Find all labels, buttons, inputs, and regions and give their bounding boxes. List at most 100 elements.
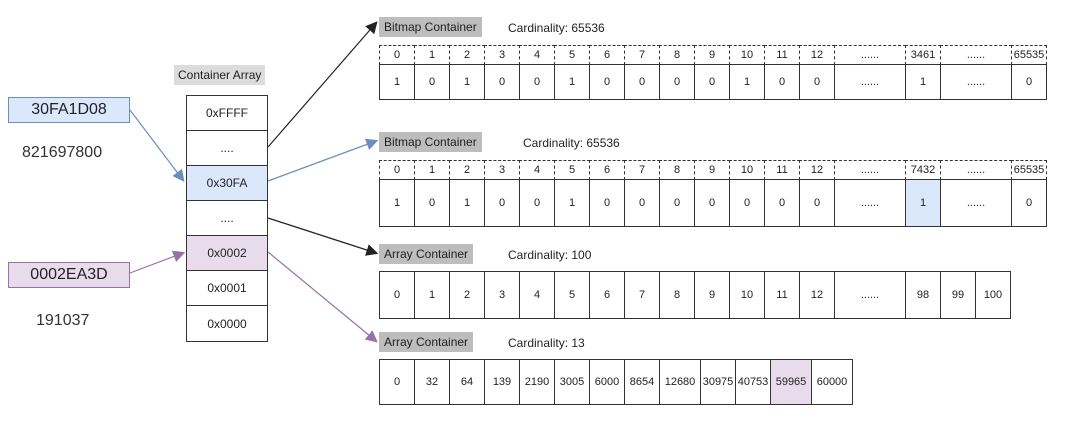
container-value-cell: 0	[414, 179, 450, 227]
container-value-cell: 0	[589, 179, 625, 227]
container-value-cell: 98	[905, 271, 941, 319]
container-value-cell: 0	[799, 179, 835, 227]
container-value-cell: ......	[940, 64, 1012, 100]
container-array-cell: 0x0000	[187, 306, 267, 341]
bitmap-index-cell: 4	[519, 160, 555, 180]
bitmap-index-cell: ......	[940, 45, 1012, 65]
container-value-cell: 139	[484, 359, 520, 405]
container-value-cell: 1	[379, 179, 415, 227]
bitmap-index-cell: 1	[414, 160, 450, 180]
container-value-cell: 8654	[624, 359, 660, 405]
container-value-cell: 4	[519, 271, 555, 319]
container-array-cell: ....	[187, 131, 267, 166]
key-decimal-1: 821697800	[22, 144, 103, 161]
bitmap-index-cell: 3	[484, 160, 520, 180]
container-value-cell: 0	[764, 64, 800, 100]
bitmap-index-cell: 7	[624, 45, 660, 65]
bitmap-index-cell: 8	[659, 160, 695, 180]
bitmap-index-cell: 1	[414, 45, 450, 65]
container-value-cell: 0	[519, 179, 555, 227]
container-value-cell: 12680	[659, 359, 701, 405]
container-value-cell: 1	[414, 271, 450, 319]
bitmap-index-cell: 2	[449, 160, 485, 180]
container-array-title: Container Array	[174, 65, 266, 85]
bitmap-index-cell: 10	[729, 160, 765, 180]
key-decimal-2: 191037	[36, 312, 90, 329]
bitmap-index-cell: 3	[484, 45, 520, 65]
container-value-cell: 0	[659, 64, 695, 100]
bitmap-index-cell: 6	[589, 45, 625, 65]
container-cardinality: Cardinality: 100	[508, 248, 592, 262]
bitmap-index-cell: 5	[554, 160, 590, 180]
bitmap-index-cell: 5	[554, 45, 590, 65]
container-value-cell: 5	[554, 271, 590, 319]
container-value-cell: 0	[379, 271, 415, 319]
bitmap-index-cell: 7432	[905, 160, 941, 180]
array-to-bitmap2-arrow	[267, 138, 379, 182]
container-array-cell: 0x30FA	[187, 166, 267, 201]
container-value-cell: 3005	[554, 359, 590, 405]
key-box-1: 30FA1D08	[8, 97, 130, 123]
container-value-cell: 59965	[770, 359, 812, 405]
container-value-cell: 0	[484, 64, 520, 100]
container-value-cell: 1	[449, 179, 485, 227]
container-value-cell: 0	[589, 64, 625, 100]
bitmap-index-cell: 11	[764, 45, 800, 65]
container-title: Array Container	[379, 332, 474, 352]
container-value-cell: 1	[379, 64, 415, 100]
container-value-cell: ......	[834, 64, 906, 100]
bitmap-index-cell: 12	[799, 45, 835, 65]
container-value-cell: 2190	[519, 359, 555, 405]
container-array-cell: ....	[187, 201, 267, 236]
container-value-cell: 12	[799, 271, 835, 319]
bitmap-index-cell: 6	[589, 160, 625, 180]
container-value-cell: 0	[799, 64, 835, 100]
container-value-cell: 99	[940, 271, 976, 319]
container-title: Bitmap Container	[379, 132, 482, 152]
array-to-bitmap1-arrow	[267, 21, 378, 148]
container-value-cell: 0	[624, 64, 660, 100]
container-value-cell: 0	[1011, 64, 1047, 100]
bitmap-index-cell: 2	[449, 45, 485, 65]
container-value-cell: 9	[694, 271, 730, 319]
container-value-cell: 0	[414, 64, 450, 100]
bitmap-index-cell: 65535	[1011, 45, 1047, 65]
container-value-cell: 0	[694, 64, 730, 100]
key-hex-1: 30FA1D08	[31, 101, 107, 118]
container-value-cell: 0	[624, 179, 660, 227]
container-value-cell: 0	[659, 179, 695, 227]
container-array-cell: 0x0001	[187, 271, 267, 306]
container-cardinality: Cardinality: 65536	[508, 21, 605, 35]
bitmap-index-cell: 3461	[905, 45, 941, 65]
array-to-array1-arrow	[267, 217, 379, 256]
bitmap-index-cell: 11	[764, 160, 800, 180]
bitmap-index-cell: ......	[834, 45, 906, 65]
bitmap-index-cell: 9	[694, 45, 730, 65]
container-cardinality: Cardinality: 65536	[523, 136, 620, 150]
container-value-cell: 0	[694, 179, 730, 227]
container-value-cell: 64	[449, 359, 485, 405]
container-value-cell: 40753	[735, 359, 771, 405]
container-value-cell: 0	[1011, 179, 1047, 227]
key-hex-2: 0002EA3D	[30, 266, 108, 283]
bitmap-index-cell: 65535	[1011, 160, 1047, 180]
container-value-cell: 1	[449, 64, 485, 100]
array-to-array2-arrow	[267, 251, 378, 343]
container-title: Array Container	[379, 244, 474, 264]
bitmap-index-cell: 0	[379, 160, 415, 180]
container-value-cell: 0	[484, 179, 520, 227]
bitmap-index-cell: 7	[624, 160, 660, 180]
bitmap-index-cell: 8	[659, 45, 695, 65]
key1-to-array-arrow	[129, 109, 185, 182]
container-value-cell: 30975	[700, 359, 736, 405]
container-value-cell: 2	[449, 271, 485, 319]
container-value-cell: 1	[554, 64, 590, 100]
container-value-cell: 0	[764, 179, 800, 227]
key2-to-array-arrow	[129, 250, 186, 274]
